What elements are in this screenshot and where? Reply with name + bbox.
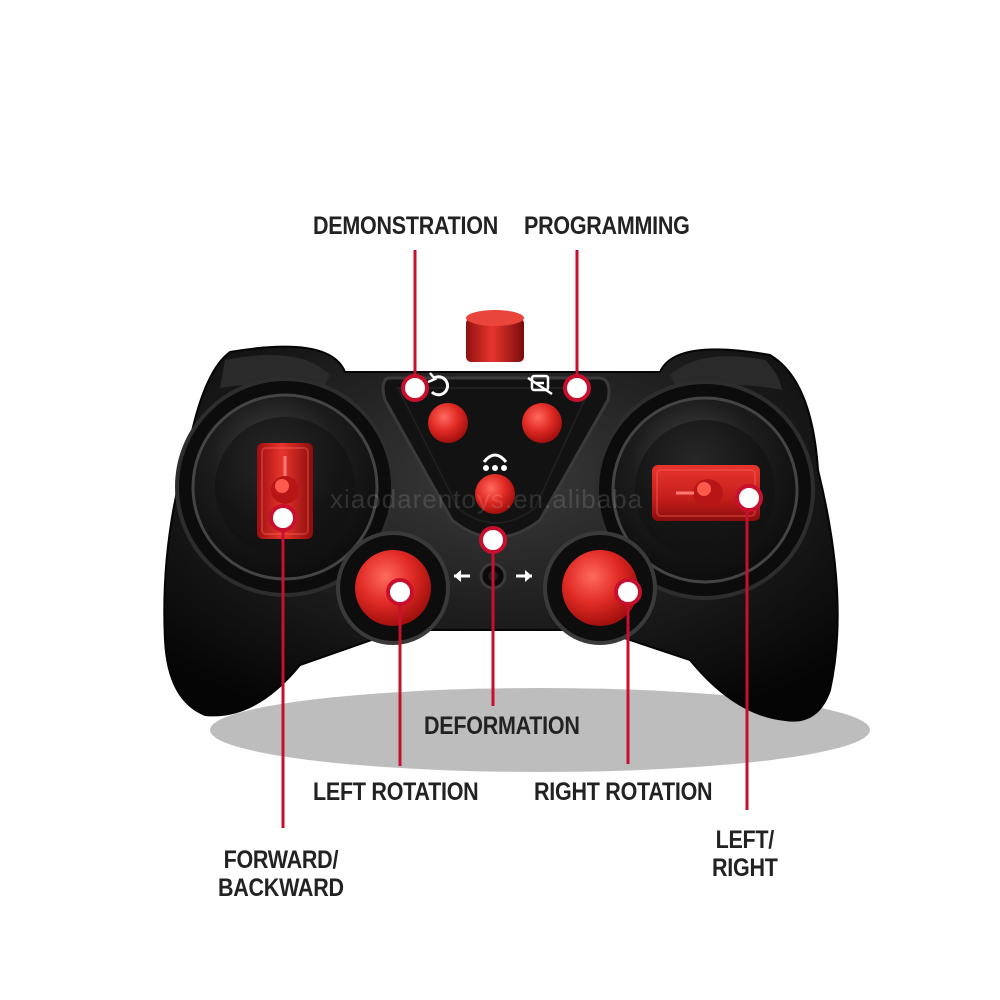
marker-left-right <box>735 484 763 512</box>
label-forward-backward-line-1: FORWARD/ <box>223 846 339 874</box>
label-left-right-line-2: RIGHT <box>712 854 778 882</box>
ground-shadow <box>210 688 870 772</box>
deformation-button[interactable] <box>475 474 515 514</box>
label-deformation: DEFORMATION <box>424 712 580 740</box>
antenna-knob <box>466 310 524 362</box>
label-forward-backward-line-2: BACKWARD <box>218 874 344 902</box>
watermark: xiaodarentoys.en.alibaba <box>330 484 644 514</box>
label-forward-backward: FORWARD/ BACKWARD <box>218 846 344 902</box>
left-right-stick[interactable] <box>652 465 760 521</box>
label-left-right-line-1: LEFT/ <box>715 826 775 854</box>
right-rotation-button[interactable] <box>562 550 638 626</box>
label-left-rotation: LEFT ROTATION <box>313 778 479 806</box>
marker-left-rotation <box>386 578 414 606</box>
marker-demonstration <box>401 374 429 402</box>
marker-right-rotation <box>614 578 642 606</box>
refresh-icon <box>427 372 450 397</box>
marker-deformation <box>479 526 507 554</box>
callout-markers <box>269 374 763 606</box>
label-right-rotation: RIGHT ROTATION <box>534 778 713 806</box>
leader-lines <box>281 250 749 828</box>
label-left-right: LEFT/ RIGHT <box>712 826 778 882</box>
programming-button[interactable] <box>522 403 562 443</box>
program-icon <box>527 374 553 396</box>
transform-icon <box>482 453 508 471</box>
marker-programming <box>563 374 591 402</box>
label-demonstration: DEMONSTRATION <box>313 212 498 240</box>
demonstration-button[interactable] <box>428 403 468 443</box>
marker-forward-backward <box>269 504 297 532</box>
label-programming: PROGRAMMING <box>524 212 690 240</box>
